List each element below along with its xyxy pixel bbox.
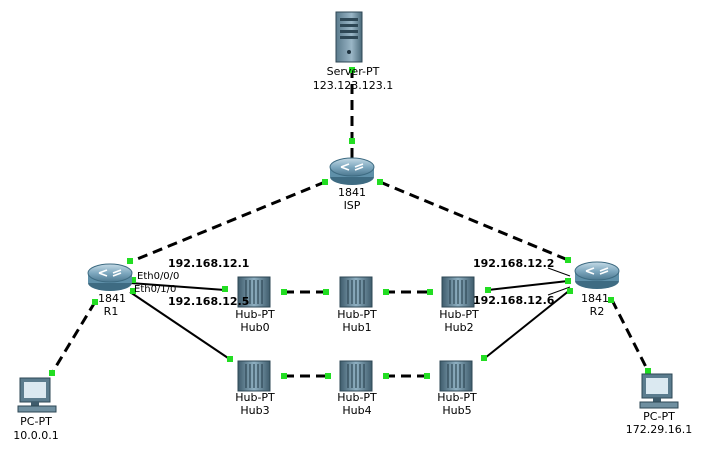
r1-model-label: 1841: [98, 292, 126, 305]
port-dot: [377, 179, 383, 185]
r1-top-ip-label: 192.168.12.1: [168, 257, 249, 270]
isp-router-device[interactable]: 1841 ISP: [329, 157, 375, 212]
router-icon: [329, 157, 375, 185]
link-r1-hub3[interactable]: [129, 291, 232, 361]
router-icon: [574, 261, 620, 289]
router-icon: [87, 263, 133, 291]
hub1-name-label: Hub1: [342, 321, 371, 334]
server-name-label: 123.123.123.1: [313, 79, 393, 92]
port-dot: [322, 179, 328, 185]
hub3-device[interactable]: Hub-PT Hub3: [235, 360, 275, 417]
hub5-name-label: Hub5: [442, 404, 471, 417]
hub3-name-label: Hub3: [240, 404, 269, 417]
port-dot: [565, 257, 571, 263]
hub0-model-label: Hub-PT: [235, 308, 275, 321]
link-isp-r1[interactable]: [129, 180, 326, 264]
port-dot: [49, 370, 55, 376]
port-dot: [567, 288, 573, 294]
hub-icon: [237, 276, 271, 308]
pc-left-name-label: 10.0.0.1: [13, 429, 58, 442]
isp-model-label: 1841: [338, 186, 366, 199]
port-dot: [281, 289, 287, 295]
port-dot: [427, 289, 433, 295]
hub0-device[interactable]: Hub-PT Hub0: [235, 276, 275, 334]
port-dot: [485, 287, 491, 293]
r1-eth0-label: Eth0/0/0: [137, 271, 179, 282]
hub0-name-label: Hub0: [240, 321, 269, 334]
r2-name-label: R2: [590, 305, 605, 318]
link-isp-r2[interactable]: [379, 180, 569, 262]
isp-name-label: ISP: [344, 199, 361, 212]
port-dot: [424, 373, 430, 379]
port-dot: [227, 356, 233, 362]
hub4-model-label: Hub-PT: [337, 391, 377, 404]
server-icon: [335, 11, 363, 63]
r2-bottom-ip-label: 192.168.12.6: [473, 294, 555, 307]
pc-left-device[interactable]: PC-PT 10.0.0.1: [13, 377, 59, 442]
r1-router-device[interactable]: 1841 R1: [87, 263, 133, 318]
pc-right-device[interactable]: PC-PT 172.29.16.1: [626, 373, 692, 436]
port-dot: [130, 288, 136, 294]
port-dot: [349, 67, 355, 73]
port-dot: [383, 373, 389, 379]
link-r2-pc-right[interactable]: [610, 299, 650, 372]
hub1-model-label: Hub-PT: [337, 308, 377, 321]
port-dot: [349, 138, 355, 144]
hub4-name-label: Hub4: [342, 404, 371, 417]
hub-icon: [339, 360, 373, 392]
r2-top-ip-label: 192.168.12.2: [473, 257, 554, 270]
hub5-device[interactable]: Hub-PT Hub5: [437, 360, 477, 417]
port-dot: [645, 368, 651, 374]
port-dot: [127, 258, 133, 264]
server-device[interactable]: Server-PT 123.123.123.1: [313, 11, 393, 92]
pc-icon: [639, 373, 679, 409]
hub3-model-label: Hub-PT: [235, 391, 275, 404]
link-r1-hub0[interactable]: [129, 282, 226, 291]
hub5-model-label: Hub-PT: [437, 391, 477, 404]
link-r1-pc-left[interactable]: [50, 301, 97, 374]
hub2-model-label: Hub-PT: [439, 308, 479, 321]
r1-name-label: R1: [104, 305, 119, 318]
links: [50, 52, 650, 378]
hub1-device[interactable]: Hub-PT Hub1: [337, 276, 377, 334]
link-hub2-r2[interactable]: [487, 280, 569, 291]
port-dot: [325, 373, 331, 379]
port-dot: [608, 297, 614, 303]
server-model-label: Server-PT: [327, 65, 380, 78]
leader-r2-top: [547, 267, 571, 277]
hub-icon: [339, 276, 373, 308]
pc-left-model-label: PC-PT: [20, 415, 52, 428]
link-hub5-r2[interactable]: [484, 289, 571, 359]
port-dot: [565, 278, 571, 284]
pc-icon: [17, 377, 57, 413]
port-dot: [383, 289, 389, 295]
hub-icon: [237, 360, 271, 392]
leader-r2-bottom: [547, 286, 571, 296]
hub4-device[interactable]: Hub-PT Hub4: [337, 360, 377, 417]
pc-right-model-label: PC-PT: [643, 410, 675, 423]
port-dot: [481, 355, 487, 361]
port-dot: [92, 299, 98, 305]
r2-model-label: 1841: [581, 292, 609, 305]
port-dot: [323, 289, 329, 295]
pc-right-name-label: 172.29.16.1: [626, 423, 692, 436]
port-dot: [222, 286, 228, 292]
hub2-device[interactable]: Hub-PT Hub2: [439, 276, 479, 334]
port-dot: [130, 277, 136, 283]
r1-bottom-ip-label: 192.168.12.5: [168, 295, 249, 308]
hub2-name-label: Hub2: [444, 321, 473, 334]
r1-eth1-label: Eth0/1/0: [134, 284, 176, 295]
hub-icon: [439, 360, 473, 392]
port-dot: [281, 373, 287, 379]
hub-icon: [441, 276, 475, 308]
r2-router-device[interactable]: 1841 R2: [574, 261, 620, 318]
port-indicators: [49, 67, 651, 379]
